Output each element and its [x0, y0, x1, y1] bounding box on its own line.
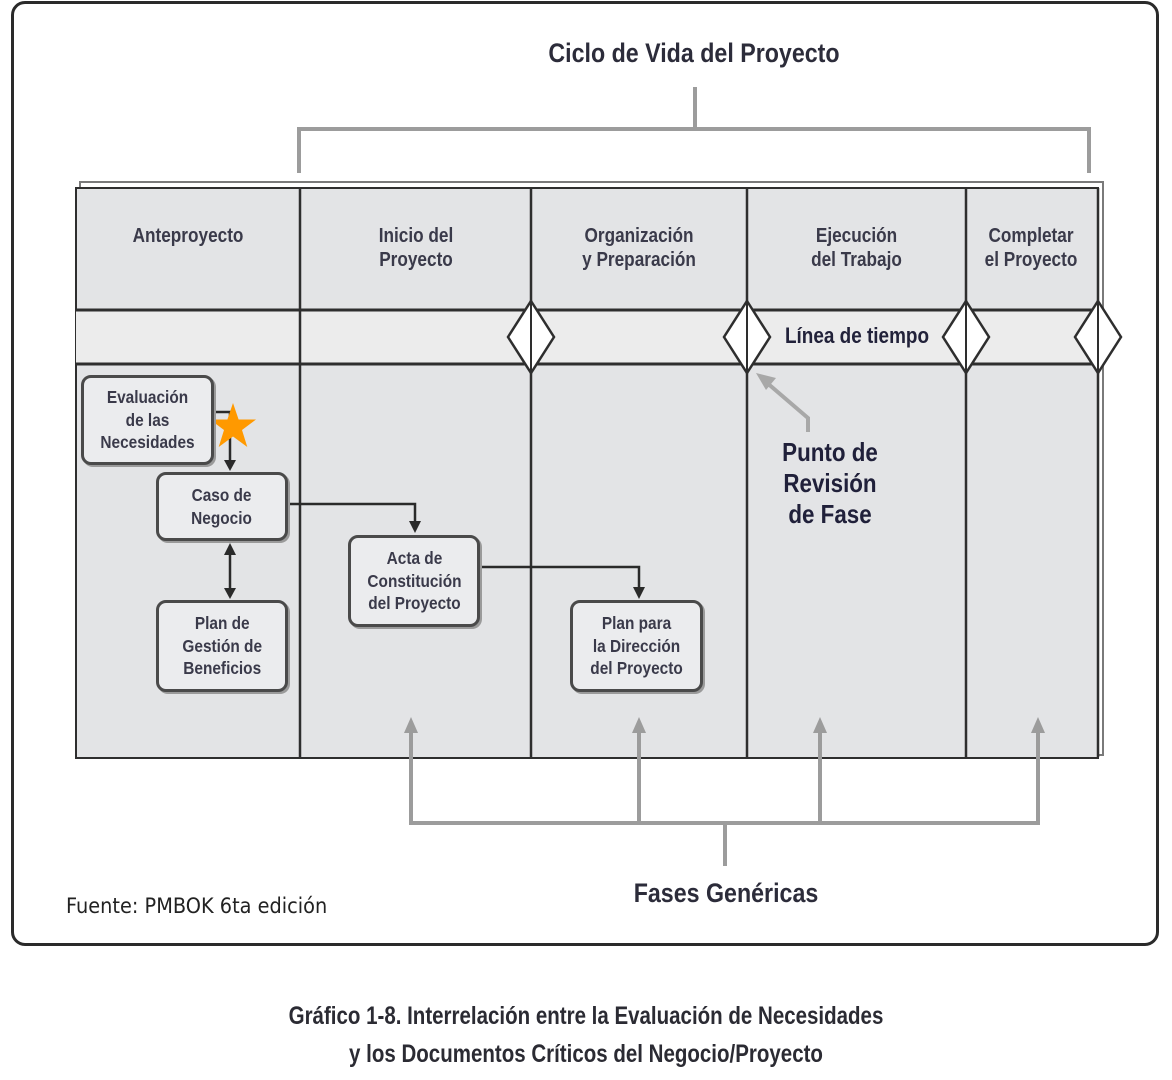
phase-header-anteproyecto: Anteproyecto	[132, 225, 244, 247]
phase-gate-pointer-arrow-icon	[756, 373, 810, 432]
generic-phases-bracket	[409, 730, 1040, 866]
doc-label: Caso de Negocio	[191, 484, 253, 528]
doc-benefits-plan: Plan de Gestión de Beneficios	[156, 600, 288, 692]
connector-business-case-to-charter	[287, 502, 417, 524]
lifecycle-title: Ciclo de Vida del Proyecto	[548, 38, 840, 68]
figure-caption: Gráfico 1-8. Interrelación entre la Eval…	[288, 1002, 884, 1068]
phase-gate-label: Punto de Revisión de Fase	[782, 437, 878, 530]
arrow-up-icon	[1031, 717, 1045, 733]
phase-header-inicio: Inicio del Proyecto	[378, 225, 454, 271]
doc-needs-assessment: Evaluación de las Necesidades	[81, 375, 214, 465]
arrowhead-icon	[224, 460, 236, 471]
arrow-up-icon	[632, 717, 646, 733]
doc-label: Plan para la Dirección del Proyecto	[590, 612, 683, 679]
star-icon	[210, 403, 256, 447]
arrow-up-icon	[404, 717, 418, 733]
lifecycle-bracket	[297, 87, 1091, 173]
doc-pm-plan: Plan para la Dirección del Proyecto	[570, 600, 703, 692]
source-note: Fuente: PMBOK 6ta edición	[66, 894, 328, 918]
arrowhead-icon	[409, 521, 421, 533]
figure-frame	[11, 1, 1159, 946]
connector-charter-to-pm-plan	[478, 565, 641, 590]
doc-label: Evaluación de las Necesidades	[100, 386, 195, 453]
phase-header-completar: Completar el Proyecto	[984, 225, 1078, 271]
arrowhead-icon	[224, 588, 236, 599]
doc-label: Plan de Gestión de Beneficios	[182, 612, 262, 679]
doc-business-case: Caso de Negocio	[156, 472, 288, 541]
doc-project-charter: Acta de Constitución del Proyecto	[348, 535, 480, 627]
arrow-up-icon	[813, 717, 827, 733]
timeline-label: Línea de tiempo	[784, 323, 930, 348]
phase-header-ejecucion: Ejecución del Trabajo	[811, 225, 902, 271]
doc-label: Acta de Constitución del Proyecto	[366, 547, 462, 614]
phase-header-organizacion: Organización y Preparación	[582, 225, 696, 271]
arrowhead-icon	[224, 543, 236, 555]
generic-phases-label: Fases Genéricas	[633, 878, 819, 908]
timeline-band	[76, 311, 1098, 363]
arrowhead-icon	[633, 587, 645, 599]
